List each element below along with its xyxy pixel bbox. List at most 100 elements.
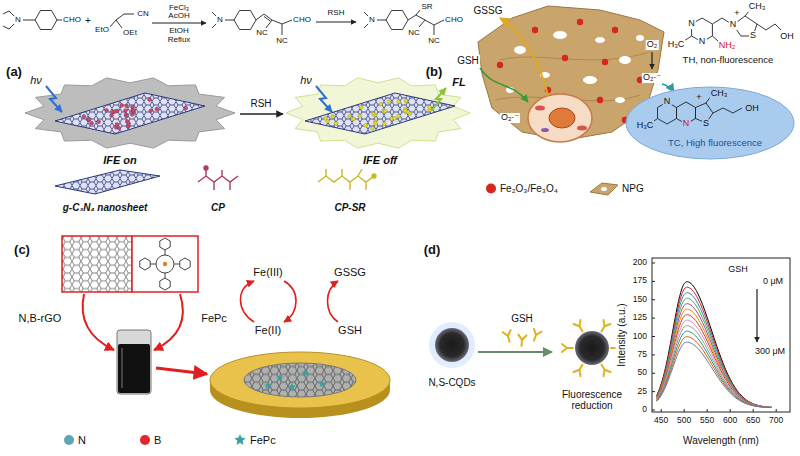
probe-molecule (124, 114, 128, 118)
glutathione-icon (530, 329, 541, 342)
atom-label: OH (779, 32, 795, 42)
tick-label: 100 (632, 332, 648, 341)
reaction-scheme (152, 22, 206, 23)
atom-label: N (663, 97, 672, 107)
probe-adduct (374, 121, 378, 125)
glow-burst (286, 78, 470, 148)
vial (121, 348, 123, 388)
cell (541, 128, 549, 132)
cp-sr-molecule-icon (318, 169, 374, 190)
nanosheet (55, 93, 205, 134)
tick-label: 175 (632, 277, 648, 286)
cell (528, 94, 592, 142)
tick-label: 150 (632, 295, 648, 304)
legend-star (234, 434, 245, 445)
reagent-label: RSH (327, 9, 346, 18)
carbon-quantum-dot (429, 322, 475, 368)
material-label: N,S-CQDs (427, 377, 476, 388)
probe-adduct (364, 124, 368, 128)
reaction-scheme (364, 12, 386, 28)
axis-tick (652, 318, 655, 319)
nanosheet-icon (55, 170, 160, 194)
electrode (210, 352, 390, 418)
probe-adduct (371, 126, 375, 130)
probe-adduct (383, 109, 387, 113)
legend-swatch (486, 183, 496, 193)
state-label: IFE on (102, 154, 138, 166)
legend-swatch (140, 435, 150, 445)
probe-molecule (120, 104, 124, 108)
reaction-scheme (110, 14, 134, 28)
probe-molecule (124, 109, 128, 113)
cell (535, 106, 545, 111)
reaction-scheme (35, 11, 57, 30)
atom-label: H₃C (636, 121, 655, 131)
atom-label: N (216, 16, 224, 25)
tick-label: 50 (637, 369, 648, 378)
synthesis-arrow (156, 368, 207, 374)
axis-tick (730, 409, 731, 412)
species-label: O₂·⁻ (642, 73, 662, 83)
probe-adduct (387, 100, 391, 104)
atom-label: N (14, 16, 22, 25)
axis-tick (652, 391, 655, 392)
legend-entry: Fe₂O₃/Fe₃O₄ (486, 183, 558, 194)
atom-label: CH₃ (710, 89, 729, 99)
emission-label: FL (451, 76, 466, 88)
reaction-scheme (212, 12, 234, 28)
graphene-box (62, 236, 132, 292)
npg-legend-icon (590, 183, 618, 195)
nanosheet-icon (55, 170, 160, 194)
glutathione-icon (574, 363, 586, 377)
glutathione-icon (598, 320, 610, 334)
atom-label: N (729, 20, 738, 30)
glutathione-icon (503, 330, 514, 343)
atom-label: NC (427, 37, 441, 46)
probe-adduct (393, 117, 397, 121)
legend-entry: B (140, 434, 161, 446)
tick-label: 700 (768, 416, 784, 425)
molecule-caption: TH, non-fluorescence (682, 55, 775, 65)
reaction-scheme (234, 11, 256, 30)
legend-swatch (64, 435, 74, 445)
probe-adduct (358, 114, 362, 118)
species-label: GSH (337, 324, 363, 336)
atom-label: CHO (444, 16, 464, 25)
nanosheet (305, 93, 455, 134)
probe-adduct (334, 122, 338, 126)
charge-label: + (733, 9, 740, 19)
cp-sr-molecule-icon (318, 169, 376, 190)
axis-title: Wavelength (nm) (682, 435, 760, 446)
chart-annotation: GSH (727, 265, 749, 275)
species-label: GSSG (333, 266, 367, 278)
chart-annotation: 0 μM (762, 277, 784, 287)
vial (117, 330, 151, 394)
quenched-quantum-dot (575, 331, 609, 365)
fepc-star (276, 374, 284, 381)
atom-label: N (698, 37, 707, 47)
atom-label: N (687, 19, 696, 29)
light-bolt (46, 86, 446, 112)
axis-tick (652, 281, 655, 282)
spectrum-curve (657, 320, 772, 407)
reaction-scheme (316, 21, 356, 22)
vial (118, 344, 150, 393)
tick-label: 200 (632, 258, 648, 267)
phthalocyanine-box (150, 250, 180, 278)
species-label: GSSG (473, 5, 504, 16)
atom-label: N (368, 16, 376, 25)
fepc-star (288, 383, 296, 390)
atom-label: NC (407, 29, 421, 38)
species-label: GSH (456, 55, 480, 66)
probe-molecule (113, 110, 117, 114)
probe-molecule (125, 104, 129, 108)
carbon-quantum-dot (435, 328, 469, 362)
nanosheet-icon (55, 170, 160, 194)
effect-label: Fluorescence reduction (554, 389, 630, 411)
ellipse-outline (626, 87, 794, 159)
axis-tick (652, 299, 655, 300)
cp-molecule-icon (198, 166, 238, 190)
electrode (244, 363, 356, 397)
cell (528, 94, 592, 142)
